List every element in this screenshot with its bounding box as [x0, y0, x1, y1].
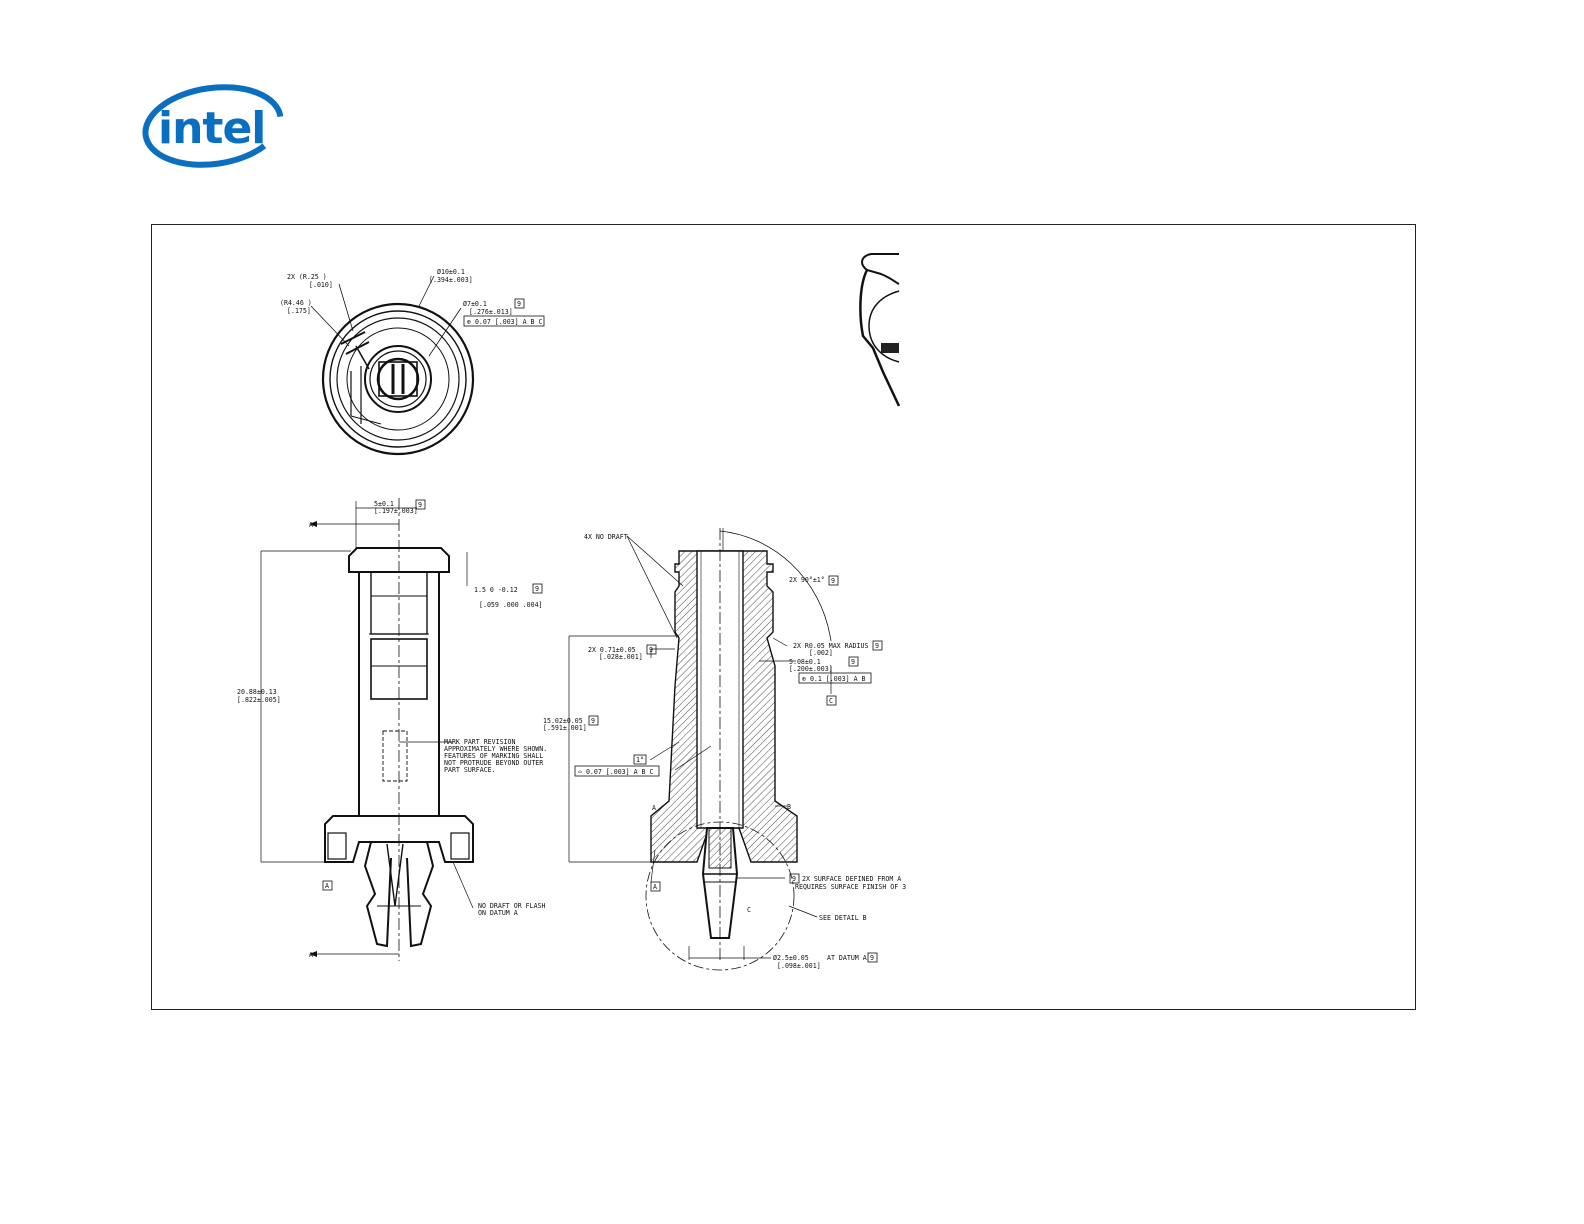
- side-note-marking-4: NOT PROTRUDE BEYOND OUTER: [444, 759, 543, 767]
- section-label-b: B: [787, 803, 791, 811]
- section-bore-fcf: ⊕ 0.1 [.003] A B: [802, 675, 866, 683]
- section-tip-dim-in: [.098±.001]: [777, 962, 821, 970]
- top-radius-2: (R4.46 ): [280, 299, 312, 307]
- side-offset-dim-in: [.197±.003]: [374, 507, 418, 515]
- side-note-marking-1: MARK PART REVISION: [444, 738, 515, 746]
- side-note-marking-5: PART SURFACE.: [444, 766, 496, 774]
- section-bore-dim-in: [.200±.003]: [789, 665, 833, 673]
- section-tip-dim: Ø2.5±0.05: [773, 954, 809, 962]
- section-profile-fcf: ⌓ 0.07 [.003] A B C: [578, 768, 653, 776]
- top-position-fcf: ⊕ 0.07 [.003] A B C: [467, 318, 542, 326]
- side-offset-dim: 5±0.1: [374, 500, 394, 508]
- top-outer-dia-in: [.394±.003]: [429, 276, 473, 284]
- section-radius-box: 9: [875, 642, 879, 650]
- side-head-dim-in: [.059 .000 .004]: [479, 601, 543, 609]
- top-radius-1: 2X (R.25 ): [287, 273, 327, 281]
- section-surface-box: 9: [792, 875, 796, 883]
- top-view: [310, 275, 475, 456]
- mechanical-drawing: 2X (R.25 ) [.010] (R4.46 ) [.175] Ø10±0.…: [237, 253, 906, 971]
- section-surface-note-1: 2X SURFACE DEFINED FROM A: [802, 875, 901, 883]
- section-radius: 2X R0.05 MAX RADIUS: [793, 642, 868, 650]
- side-head-dim: 1.5 0 -0.12: [474, 586, 518, 594]
- section-length-dim: 15.02±0.05: [543, 717, 583, 725]
- side-note-marking-2: APPROXIMATELY WHERE SHOWN.: [444, 745, 547, 753]
- side-head-box: 9: [535, 585, 539, 593]
- side-note-draft-2: ON DATUM A: [478, 909, 518, 917]
- section-bore-dim: 5.08±0.1: [789, 658, 821, 666]
- section-datum-a: A: [653, 883, 657, 891]
- figure-frame: [151, 224, 1416, 1010]
- side-datum-a: A: [325, 882, 329, 890]
- side-offset-box: 9: [418, 501, 422, 509]
- section-tip-box: 9: [870, 954, 874, 962]
- detail-b-partial: [859, 253, 901, 407]
- side-height-dim-in: [.822±.005]: [237, 696, 281, 704]
- side-view: [260, 498, 474, 961]
- side-note-draft-1: NO DRAFT OR FLASH: [478, 902, 546, 910]
- section-angle-box: 9: [831, 577, 835, 585]
- top-outer-dia: Ø10±0.1: [437, 268, 465, 276]
- top-inner-dia-in: [.276±.013]: [469, 308, 513, 316]
- logo-wordmark: intel: [158, 103, 265, 154]
- section-radius-in: [.002]: [809, 649, 833, 657]
- section-length-box: 9: [591, 717, 595, 725]
- section-groove-dim-in: [.028±.001]: [599, 653, 643, 661]
- section-label-c: C: [747, 906, 751, 914]
- section-label-a: A: [652, 804, 656, 812]
- section-tip-note: AT DATUM A: [827, 954, 867, 962]
- side-height-dim: 20.88±0.13: [237, 688, 277, 696]
- top-radius-1-in: [.010]: [309, 281, 333, 289]
- section-taper: 1°: [636, 756, 644, 764]
- top-inner-dia: Ø7±0.1: [463, 300, 487, 308]
- section-surface-note-2: REQUIRES SURFACE FINISH OF 3: [795, 883, 906, 891]
- section-angle: 2X 90°±1°: [789, 576, 825, 584]
- side-section-mark: A: [309, 521, 313, 529]
- section-length-dim-in: [.591±.001]: [543, 724, 587, 732]
- section-no-draft: 4X NO DRAFT: [584, 533, 628, 541]
- section-datum-c: C: [829, 697, 833, 705]
- section-groove-dim: 2X 0.71±0.05: [588, 646, 636, 654]
- top-radius-2-in: [.175]: [287, 307, 311, 315]
- top-inner-dia-box: 9: [517, 300, 521, 308]
- section-groove-box: 9: [649, 646, 653, 654]
- section-view: [568, 528, 837, 971]
- side-note-marking-3: FEATURES OF MARKING SHALL: [444, 752, 543, 760]
- side-section-mark-bottom: A: [309, 951, 313, 959]
- section-bore-box: 9: [851, 658, 855, 666]
- intel-logo: intel: [142, 84, 284, 168]
- section-detail-note: SEE DETAIL B: [819, 914, 867, 922]
